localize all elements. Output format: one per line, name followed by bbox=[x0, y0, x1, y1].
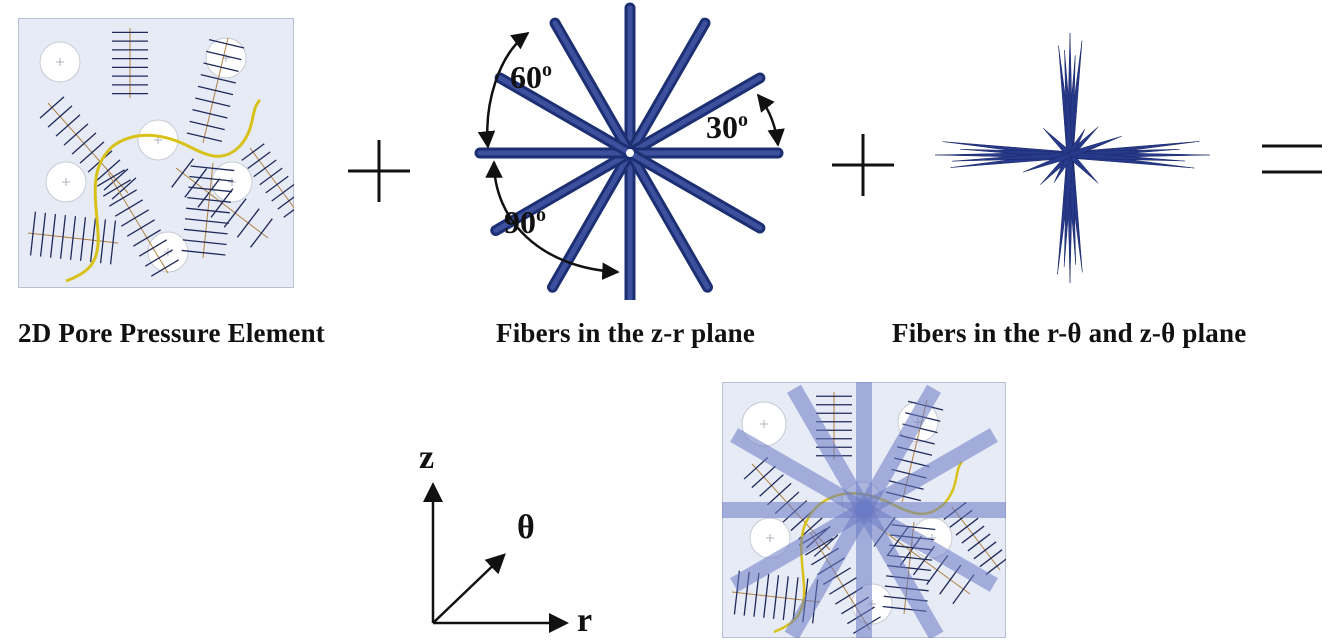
sub-fiber bbox=[249, 147, 294, 209]
combined-element bbox=[722, 382, 1006, 638]
angle-label-30: 30o bbox=[706, 109, 748, 145]
fiber-rod bbox=[730, 428, 998, 592]
arc-90 bbox=[485, 160, 620, 280]
theta-axis-label: θ bbox=[517, 509, 535, 546]
equals-operator bbox=[1262, 144, 1322, 174]
angle-label-60: 60o bbox=[510, 59, 552, 95]
caption-fibers-zr: Fibers in the z-r plane bbox=[496, 318, 756, 348]
caption-pore-element: 2D Pore Pressure Element bbox=[18, 318, 325, 348]
theta-axis bbox=[432, 553, 506, 624]
angle-label-90: 90o bbox=[504, 204, 546, 240]
hub bbox=[626, 149, 634, 157]
crack-path bbox=[65, 98, 262, 283]
fibers-zr-diagram: 60o 30o 90o bbox=[474, 2, 785, 300]
sub-fiber bbox=[47, 102, 129, 194]
fiber-spikes bbox=[934, 32, 1211, 284]
plus-operator bbox=[348, 140, 410, 202]
caption-fibers-rtheta: Fibers in the r-θ and z-θ plane bbox=[892, 318, 1247, 348]
r-axis-label: r bbox=[577, 602, 592, 638]
coordinate-axes: z θ r bbox=[419, 439, 592, 638]
z-axis-label: z bbox=[419, 439, 434, 476]
arc-30 bbox=[756, 93, 785, 147]
plus-operator bbox=[832, 134, 894, 196]
fibers-rtheta-diagram bbox=[934, 32, 1211, 284]
sub-fiber-group bbox=[27, 28, 294, 277]
fiber-rods-translucent bbox=[722, 382, 1006, 638]
pore-pressure-element bbox=[18, 18, 294, 288]
fiber-spike bbox=[1022, 151, 1072, 173]
sub-fiber bbox=[107, 172, 169, 274]
arc-60 bbox=[477, 31, 530, 149]
